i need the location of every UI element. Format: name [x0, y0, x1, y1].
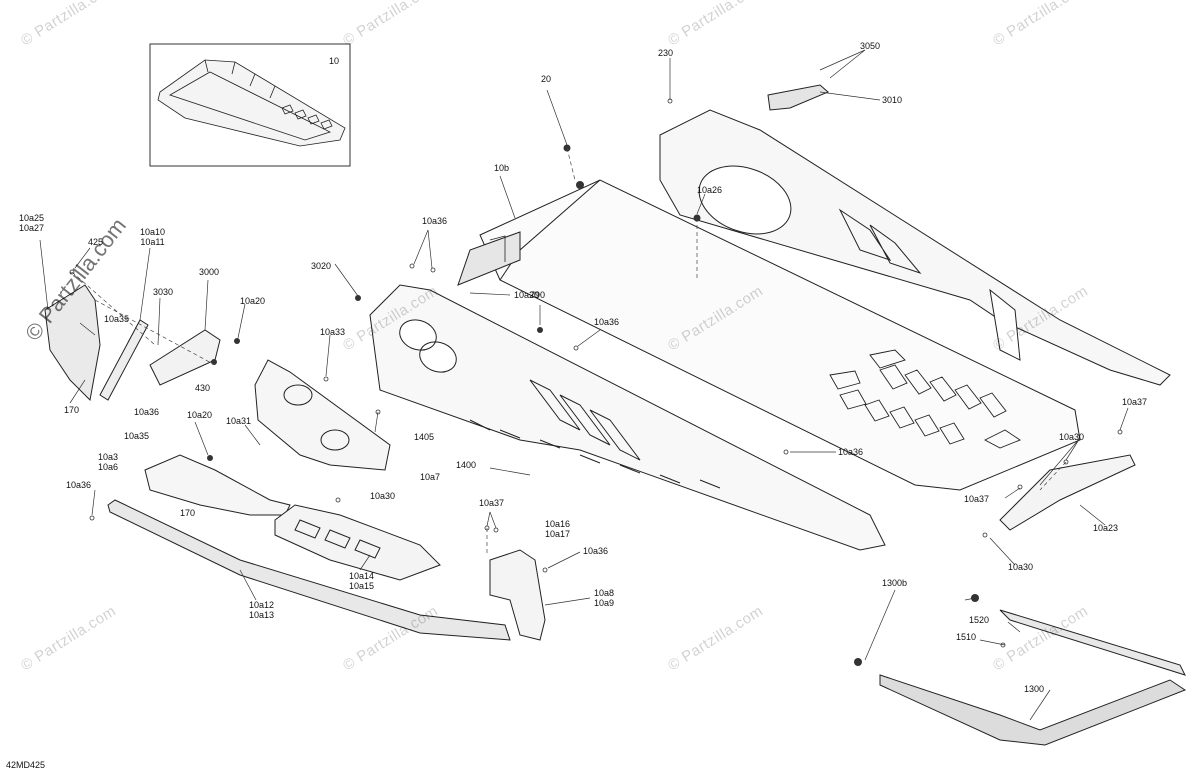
tunnel-top-panel — [457, 179, 1081, 491]
bracket-10a25 — [44, 284, 101, 402]
bracket-10a23 — [999, 454, 1136, 531]
right-side-rail — [659, 109, 1171, 386]
link-10a10 — [99, 319, 149, 401]
front-bumper-strip — [107, 499, 511, 641]
bracket-3010 — [767, 84, 829, 111]
inset-box — [149, 43, 351, 167]
rear-handle-1300 — [879, 609, 1187, 746]
dashed-lines — [71, 147, 1067, 555]
bracket-10a8 — [489, 549, 546, 641]
plate-10a14 — [274, 504, 441, 581]
inset-label: 10 — [329, 56, 340, 66]
left-side-rail — [369, 284, 886, 551]
tunnel-top-cutouts — [829, 349, 1021, 449]
leader-lines — [39, 49, 1129, 721]
bracket-3000 — [149, 329, 221, 386]
plate-10a31 — [254, 359, 391, 471]
front-bracket-10a3 — [144, 454, 291, 516]
inset-tunnel-drawing — [157, 59, 346, 147]
diagram-code: 42MD425 — [6, 760, 46, 770]
